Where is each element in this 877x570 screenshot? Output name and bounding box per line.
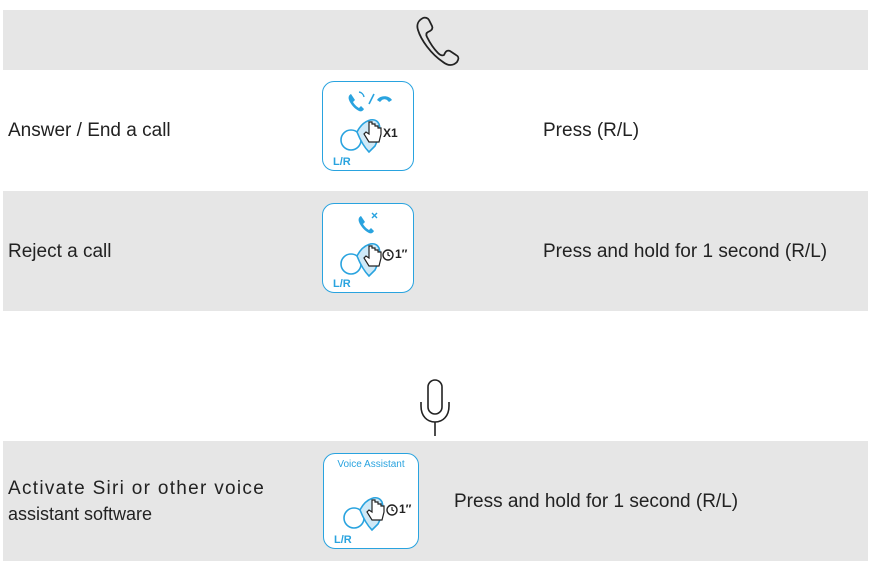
voice-assistant-row: Activate Siri or other voice assistant s… — [3, 441, 868, 561]
call-section-header — [3, 10, 868, 70]
reject-call-label: Reject a call — [8, 241, 112, 262]
tap-hand-icon — [363, 121, 382, 143]
reject-gesture-card: 1″ L/R — [322, 203, 414, 293]
hold-duration: 1″ — [399, 502, 412, 516]
voice-assistant-label-line1: Activate Siri or other voice — [8, 478, 266, 499]
side-label: L/R — [333, 156, 351, 168]
microphone-icon — [420, 379, 450, 436]
voice-assistant-description: Press and hold for 1 second (R/L) — [454, 491, 739, 512]
phone-icon — [416, 16, 460, 66]
answer-gesture-card: X1 L/R — [322, 81, 414, 171]
answer-call-label: Answer / End a call — [8, 120, 171, 141]
tap-count: X1 — [383, 126, 398, 140]
answer-call-row: Answer / End a call X1 L/R Press (R/L) — [3, 71, 868, 191]
tap-hand-icon — [363, 245, 382, 267]
reject-call-row: Reject a call 1″ L/R Press and hold for … — [3, 191, 868, 311]
clock-icon — [382, 249, 394, 261]
tap-hand-icon — [366, 499, 385, 521]
answer-end-phone-icon — [348, 91, 392, 112]
answer-call-description: Press (R/L) — [543, 120, 640, 141]
reject-phone-icon — [358, 212, 378, 234]
side-label: L/R — [333, 278, 351, 290]
voice-assistant-label-line2: assistant software — [8, 504, 153, 524]
hold-duration: 1″ — [395, 247, 408, 261]
voice-assistant-gesture-card: Voice Assistant 1″ L/R — [323, 453, 419, 549]
voice-assistant-card-title: Voice Assistant — [337, 459, 405, 470]
reject-call-description: Press and hold for 1 second (R/L) — [543, 241, 828, 262]
clock-icon — [386, 504, 398, 516]
side-label: L/R — [334, 534, 352, 546]
